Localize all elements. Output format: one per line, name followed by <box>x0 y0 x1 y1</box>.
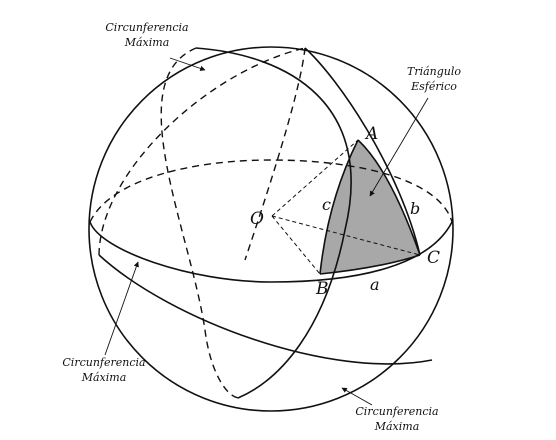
spherical-triangle <box>320 140 420 274</box>
bottom-circle-label-line1: Circunferencia <box>355 405 438 418</box>
great-circle-ac-back <box>98 47 306 256</box>
left-circle-label-line1: Circunferencia <box>62 356 145 369</box>
sphere-outline <box>88 46 454 412</box>
triangle-label-line1: Triángulo <box>407 65 461 78</box>
side-b-label: b <box>410 199 420 218</box>
great-circle-ac-front <box>98 254 433 365</box>
top-circle-label-line1: Circunferencia <box>105 21 188 34</box>
triangle-leader <box>369 97 429 197</box>
equator-back <box>89 159 453 223</box>
radius-oa <box>271 139 359 217</box>
bottom-circle-label-line2: Máxima <box>374 420 420 433</box>
side-a-label: a <box>370 275 380 294</box>
side-a-arc <box>319 254 421 275</box>
bottom-circle-leader <box>341 387 373 406</box>
side-c-arc <box>319 139 359 275</box>
point-a-label: A <box>364 124 378 144</box>
side-c-label: c <box>322 195 331 214</box>
top-circle-label-line2: Máxima <box>124 36 170 49</box>
point-o-label: O <box>250 209 264 229</box>
side-b-arc <box>357 139 421 256</box>
great-circle-ac-upper <box>304 47 421 256</box>
left-circle-label-line2: Máxima <box>81 371 127 384</box>
triangle-label-line2: Esférico <box>410 80 457 93</box>
left-circle-leader <box>104 261 139 356</box>
great-circle-ab-front <box>195 47 352 399</box>
point-b-label: B <box>315 279 329 299</box>
point-c-label: C <box>427 248 440 268</box>
radius-ob <box>271 215 321 275</box>
great-circle-ab-back <box>160 47 239 399</box>
top-circle-leader <box>169 57 206 71</box>
great-circle-ac-lower <box>244 47 306 261</box>
radius-oc <box>271 215 421 256</box>
